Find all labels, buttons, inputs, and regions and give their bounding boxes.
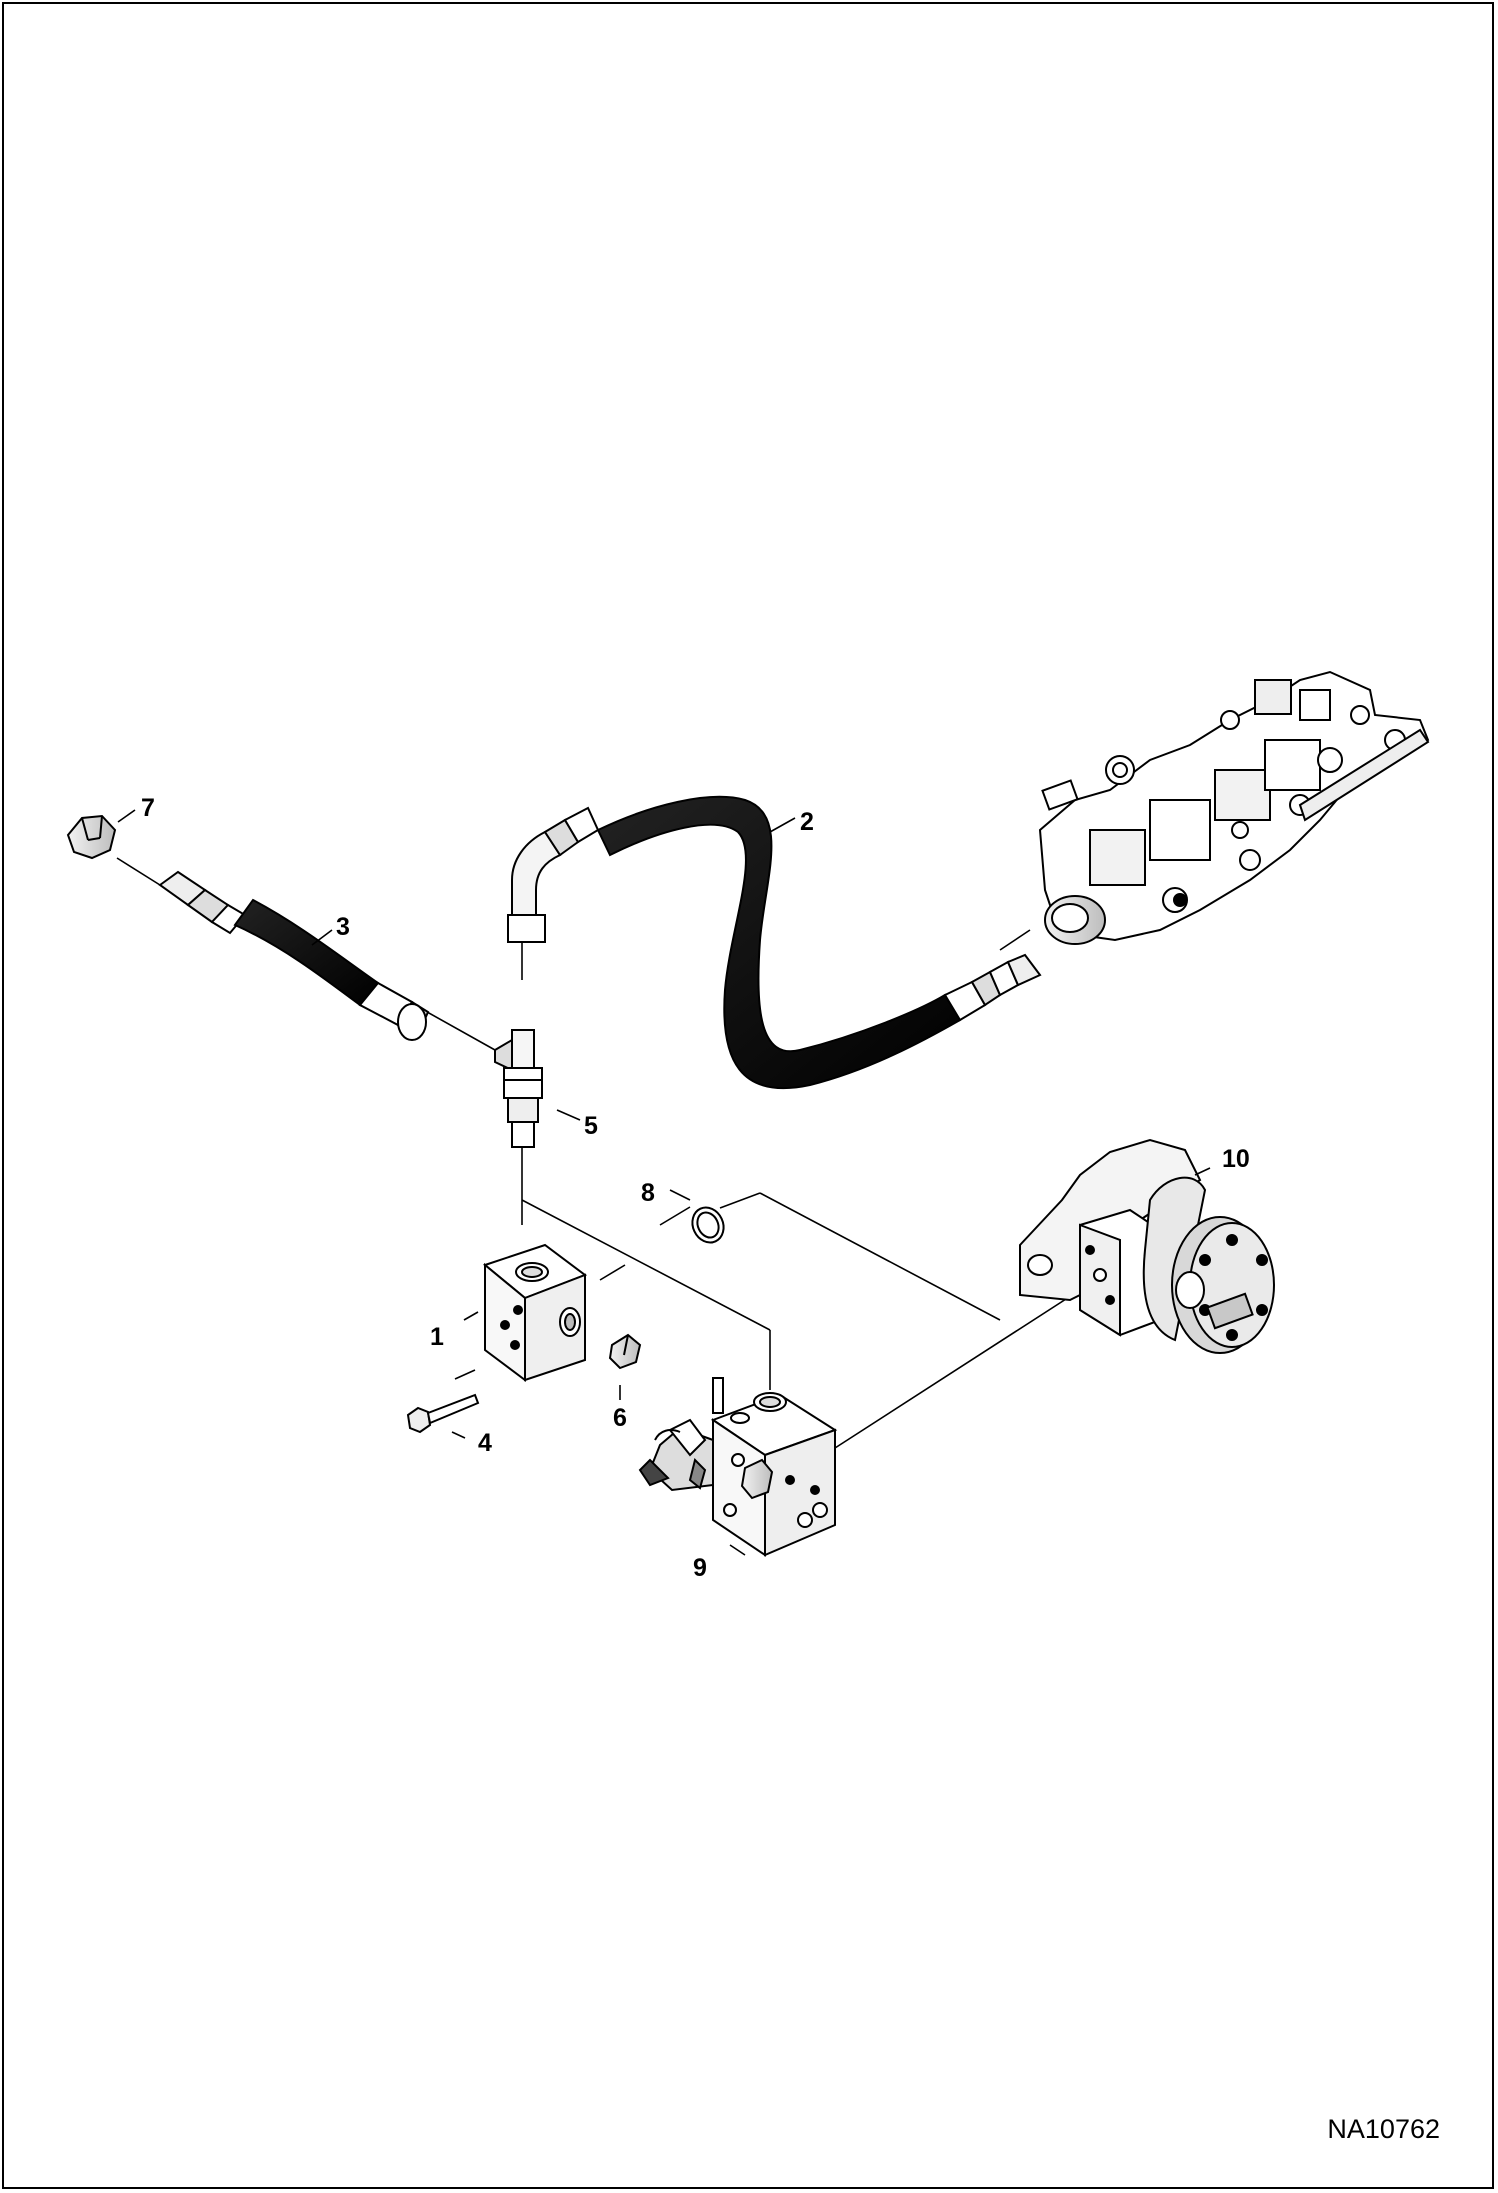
bolt-part-4 (406, 1393, 480, 1434)
nut-part-7 (66, 814, 117, 860)
callout-8: 8 (641, 1179, 655, 1207)
hose-part-2 (507, 795, 1042, 1090)
control-valve-assembly (1038, 670, 1430, 945)
tee-fitting-part-5 (494, 1029, 543, 1148)
callout-3: 3 (336, 913, 350, 941)
document-id: NA10762 (1327, 2114, 1440, 2144)
callout-7: 7 (141, 794, 155, 822)
block-part-1 (482, 1243, 588, 1382)
callout-4: 4 (478, 1429, 492, 1457)
callout-1: 1 (430, 1323, 444, 1351)
callout-2: 2 (800, 808, 814, 836)
valve-block-part-9 (638, 1377, 838, 1557)
plug-part-6 (608, 1333, 642, 1370)
motor-part-10 (1019, 1138, 1275, 1354)
callout-leaders (117, 809, 1211, 1556)
callout-10: 10 (1222, 1145, 1250, 1173)
o-ring-part-8 (691, 1206, 725, 1244)
callout-5: 5 (584, 1112, 598, 1140)
assembly-lines (116, 857, 1081, 1449)
callout-labels: 7 2 3 5 8 10 1 6 4 9 (141, 794, 1250, 1582)
callout-6: 6 (613, 1404, 627, 1432)
hose-part-3 (158, 870, 430, 1041)
callout-9: 9 (693, 1554, 707, 1582)
